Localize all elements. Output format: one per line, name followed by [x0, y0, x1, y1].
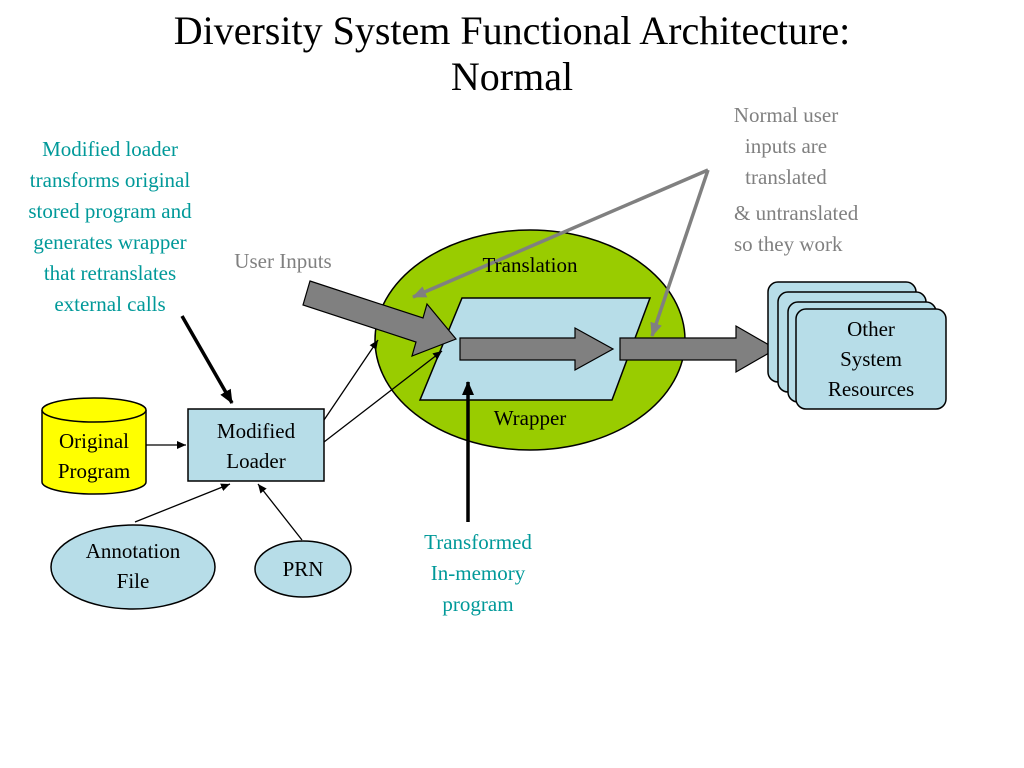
loader-note-arrow: [180, 315, 234, 404]
loader-note-line: generates wrapper: [33, 230, 187, 254]
user-inputs-arrow: [302, 280, 457, 357]
annotation-file-line: Annotation: [85, 539, 181, 563]
normal-inputs-line: translated: [745, 165, 827, 189]
original-program-line: Original: [59, 429, 129, 453]
modified-loader-box: [187, 408, 325, 482]
loader-note-line: Modified loader: [42, 137, 178, 161]
loader-note: Modified loader transforms original stor…: [4, 134, 216, 320]
transformed-note: Transformed In-memory program: [398, 527, 558, 620]
output-arrow: [619, 324, 778, 374]
modified-loader-label: Modified Loader: [188, 416, 324, 476]
loader-note-line: transforms original: [29, 168, 191, 192]
wrapper-label: Wrapper: [465, 403, 595, 434]
modified-loader-line: Loader: [226, 449, 286, 473]
loader-note-line: that retranslates: [43, 261, 177, 285]
other-resources-line: Resources: [827, 377, 915, 401]
prn-label: PRN: [258, 554, 348, 585]
loader-note-line: external calls: [54, 292, 166, 316]
original-program-line: Program: [57, 459, 131, 483]
prn-to-loader-arrow: [257, 483, 303, 541]
normal-inputs-line: & untranslated: [734, 201, 859, 225]
normal-inputs-arrow-translation: [412, 168, 709, 299]
transformed-note-line: Transformed: [424, 530, 532, 554]
annotation-to-loader-arrow: [134, 483, 231, 523]
wrapper-text: Wrapper: [493, 406, 567, 430]
normal-inputs-line: inputs are: [744, 134, 828, 158]
normal-inputs-line: Normal user: [733, 103, 839, 127]
annotation-file-label: Annotation File: [60, 536, 206, 596]
annotation-file-line: File: [116, 569, 150, 593]
other-resources-line: Other: [847, 317, 895, 341]
modified-loader-line: Modified: [216, 419, 296, 443]
original-program-label: Original Program: [40, 426, 148, 486]
original-program-cylinder: [41, 397, 147, 495]
user-inputs-label: User Inputs: [218, 246, 348, 277]
translation-label: Translation: [460, 250, 600, 281]
resource-box-front: [795, 308, 947, 410]
normal-inputs-note-a: Normal user inputs are translated: [716, 100, 856, 193]
loader-to-wrapper-arrow: [323, 350, 443, 443]
prn-ellipse: [254, 540, 352, 598]
transformed-note-line: program: [442, 592, 514, 616]
other-resources-label: Other System Resources: [796, 314, 946, 404]
prn-text: PRN: [282, 557, 324, 581]
title-line-1: Diversity System Functional Architecture…: [173, 8, 851, 53]
title-line-2: Normal: [450, 54, 574, 99]
translation-text: Translation: [482, 253, 578, 277]
normal-inputs-arrow-output: [650, 169, 710, 337]
user-inputs-text: User Inputs: [234, 249, 332, 273]
annotation-file-ellipse: [50, 524, 216, 610]
other-resources-line: System: [840, 347, 902, 371]
page-title: Diversity System Functional Architecture…: [40, 8, 984, 100]
transformed-note-line: In-memory: [430, 561, 526, 585]
loader-note-line: stored program and: [28, 199, 192, 223]
normal-inputs-line: so they work: [734, 232, 843, 256]
wrapper-inner-arrow: [459, 326, 615, 372]
normal-inputs-note-b: & untranslated so they work: [734, 198, 904, 260]
loader-to-translation-arrow: [323, 339, 379, 421]
